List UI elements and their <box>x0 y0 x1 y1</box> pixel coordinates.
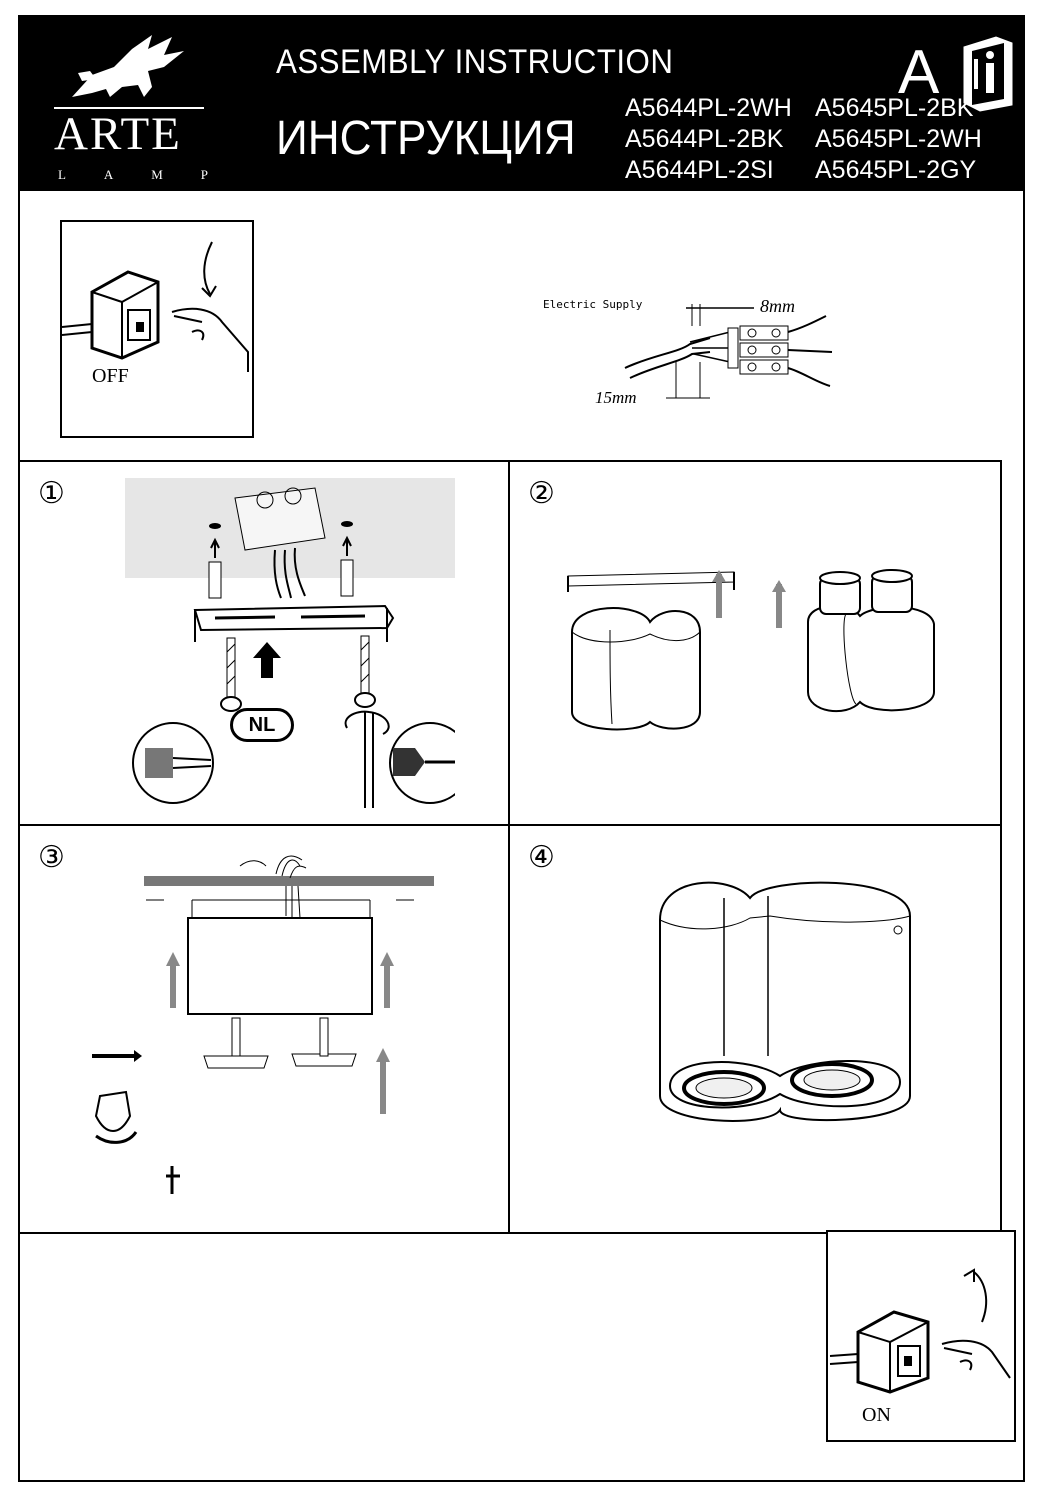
strip-length-label: 8mm <box>760 296 795 316</box>
model-code: A5645PL-2BK <box>815 94 974 122</box>
housing-attach-icon <box>567 569 935 731</box>
step-3-panel: ③ <box>18 824 510 1234</box>
griffin-logo-icon <box>54 35 204 109</box>
badge-letter: A <box>898 38 940 107</box>
light-switch-off-icon <box>62 241 249 372</box>
step-2-panel: ② <box>508 460 1002 826</box>
switch-off-panel: OFF <box>60 220 254 438</box>
header-bar: ARTE L A M P ASSEMBLY INSTRUCTION ИНСТРУ… <box>18 15 1025 191</box>
step-number: ② <box>528 476 555 511</box>
brand-sub-letter: M <box>151 167 163 182</box>
step-number: ④ <box>528 840 555 875</box>
electric-supply-label: Electric Supply <box>543 298 643 311</box>
light-switch-on-icon <box>829 1268 1011 1394</box>
model-code: A5645PL-2GY <box>815 156 977 184</box>
info-manual-icon <box>963 36 1013 112</box>
title-russian: ИНСТРУКЦИЯ <box>276 112 576 165</box>
brand-sub-letter: L <box>58 167 66 182</box>
step-4-panel: ④ <box>508 824 1002 1234</box>
model-code: A5644PL-2SI <box>625 156 774 184</box>
mounting-bracket-icon <box>125 478 455 808</box>
nl-badge: NL <box>230 708 294 742</box>
switch-on-label: ON <box>862 1404 891 1426</box>
switch-on-panel: ON <box>826 1230 1016 1442</box>
step-number: ③ <box>38 840 65 875</box>
brand-subtitle: L A M P <box>58 167 208 183</box>
switch-off-label: OFF <box>92 365 129 387</box>
model-code: A5644PL-2WH <box>625 94 792 122</box>
assembled-lamp-icon <box>659 881 911 1122</box>
model-code: A5644PL-2BK <box>625 125 784 153</box>
brand-logo-text: ARTE <box>54 108 182 160</box>
insulation-length-label: 15mm <box>595 388 637 407</box>
lamp-install-icon <box>92 855 434 1194</box>
terminal-block-icon <box>624 304 833 399</box>
title-english: ASSEMBLY INSTRUCTION <box>276 43 674 81</box>
brand-sub-letter: P <box>200 167 208 182</box>
wiring-diagram: Electric Supply 8mm 15mm <box>540 286 840 416</box>
model-list: A5644PL-2WH A5645PL-2BK A5644PL-2BK A564… <box>625 93 1005 186</box>
model-code: A5645PL-2WH <box>815 125 982 153</box>
step-number: ① <box>38 476 65 511</box>
brand-sub-letter: A <box>103 167 114 182</box>
step-1-panel: ① NL <box>18 460 510 826</box>
